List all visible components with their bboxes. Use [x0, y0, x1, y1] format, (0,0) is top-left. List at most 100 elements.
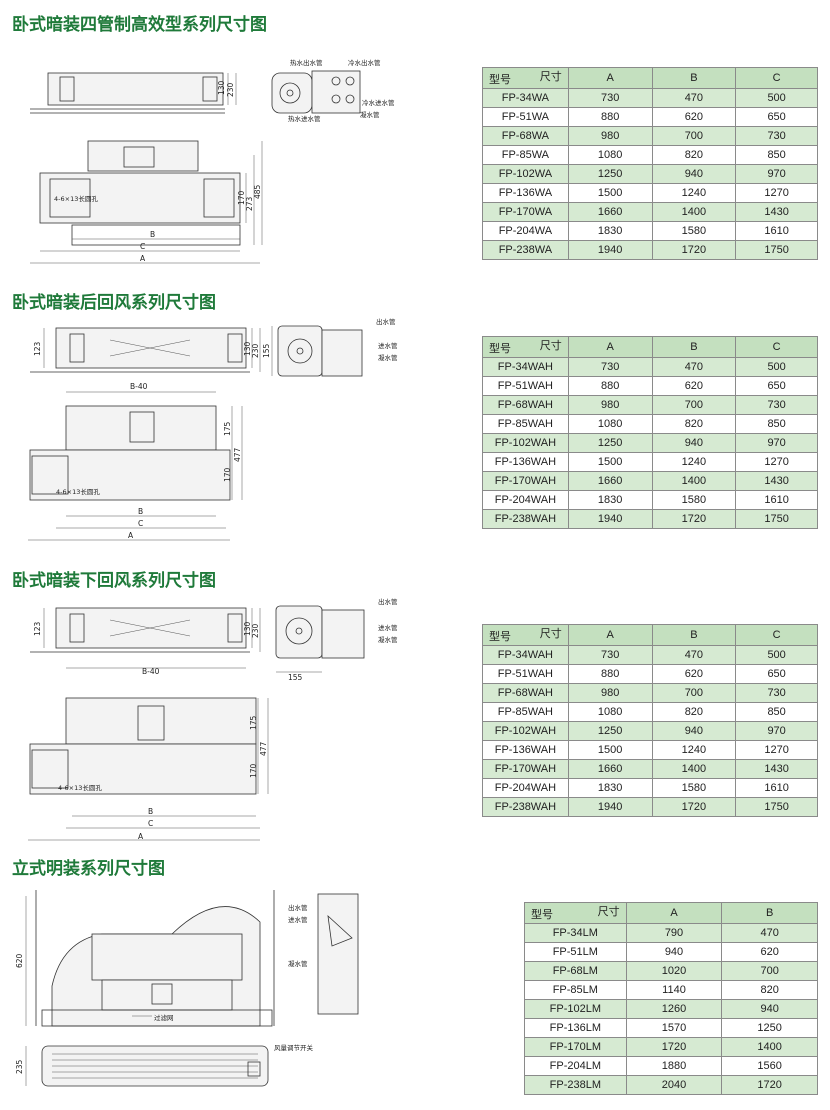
- dim-230: 230: [251, 343, 260, 358]
- dim-B-40: B-40: [142, 667, 160, 676]
- label-speed-switch: 风量调节开关: [274, 1043, 314, 1052]
- table-header-diag: 型号 尺寸: [524, 902, 627, 924]
- dim-A: A: [140, 254, 146, 263]
- table-header-diag: 型号 尺寸: [482, 336, 569, 358]
- dim-B: B: [150, 230, 155, 239]
- label-condensate: 凝水管: [378, 635, 398, 644]
- front-return-flange: [71, 224, 241, 246]
- section-title-4: 立式明装系列尺寸图: [12, 859, 165, 879]
- side-coil-box: [321, 609, 365, 659]
- side-coil-box: [321, 329, 363, 377]
- side-fan-housing: [277, 325, 323, 377]
- dim-holes: 4-6×13长圆孔: [54, 194, 98, 203]
- dim-B: B: [148, 807, 153, 816]
- front-casing: [29, 449, 231, 501]
- label-in: 进水管: [378, 623, 398, 632]
- dim-175: 175: [223, 421, 232, 436]
- dim-B: B: [138, 507, 143, 516]
- col-header-A: A: [625, 902, 723, 924]
- dim-485: 485: [253, 184, 262, 199]
- col-header-A: A: [567, 67, 653, 89]
- col-header-A: A: [567, 624, 653, 646]
- dim-155: 155: [288, 673, 303, 682]
- dim-175: 175: [249, 715, 258, 730]
- label-in: 进水管: [288, 915, 308, 924]
- col-header-B: B: [651, 336, 737, 358]
- label-cold-out: 冷水出水管: [348, 58, 381, 67]
- dim-235: 235: [15, 1059, 24, 1074]
- label-cold-in: 冷水进水管: [362, 98, 395, 107]
- dim-477: 477: [233, 447, 242, 462]
- table-header-diag: 型号 尺寸: [482, 67, 569, 89]
- front-casing: [39, 172, 241, 224]
- dim-130: 130: [243, 341, 252, 356]
- label-in: 进水管: [378, 341, 398, 350]
- dim-170: 170: [249, 763, 258, 778]
- label-filter: 过滤网: [154, 1013, 174, 1022]
- col-header-B: B: [721, 902, 818, 924]
- vertical-fan: [101, 979, 233, 1011]
- dim-123: 123: [33, 621, 42, 636]
- dim-130: 130: [217, 80, 226, 95]
- dim-170: 170: [223, 467, 232, 482]
- drawing-4: 620 过滤网 出水管 进水管 凝水管 风量调节开关 235: [12, 886, 382, 1106]
- side-fan-housing: [271, 72, 313, 114]
- vertical-coil: [91, 933, 243, 981]
- side-coil-box: [311, 70, 361, 114]
- front-upper-casing: [65, 697, 257, 745]
- table-header-diag: 型号 尺寸: [482, 624, 569, 646]
- dim-477: 477: [259, 741, 268, 756]
- dim-123: 123: [33, 341, 42, 356]
- drawing-3: 123 130 230 155 出水管 进水管 凝水管 B-40 4-6×13长…: [20, 596, 430, 846]
- section-title-1: 卧式暗装四管制高效型系列尺寸图: [12, 15, 267, 35]
- side-fan-housing: [275, 605, 323, 659]
- dim-A: A: [128, 531, 134, 540]
- dim-130: 130: [243, 621, 252, 636]
- dim-B-40: B-40: [130, 382, 148, 391]
- label-condensate: 凝水管: [288, 959, 308, 968]
- dim-155: 155: [262, 343, 271, 358]
- label-out: 出水管: [376, 317, 396, 326]
- dim-holes: 4-6×13长圆孔: [58, 783, 102, 792]
- fan-wheel: [279, 82, 301, 104]
- col-header-B: B: [651, 624, 737, 646]
- drawing-1: 130 230 热水出水管 冷水出水管 冷水进水管 热水进水管 凝水管 4-6×…: [20, 55, 420, 275]
- col-header-B: B: [651, 67, 737, 89]
- label-hot-in: 热水进水管: [288, 114, 321, 123]
- dim-230: 230: [251, 623, 260, 638]
- col-header-A: A: [567, 336, 653, 358]
- dim-170: 170: [237, 190, 246, 205]
- dim-620: 620: [15, 953, 24, 968]
- unit-top-view: [47, 72, 224, 106]
- side-view: [317, 893, 359, 1015]
- dim-230: 230: [226, 82, 235, 97]
- dim-273: 273: [245, 196, 254, 211]
- label-condensate: 凝水管: [360, 110, 380, 119]
- section-title-3: 卧式暗装下回风系列尺寸图: [12, 571, 216, 591]
